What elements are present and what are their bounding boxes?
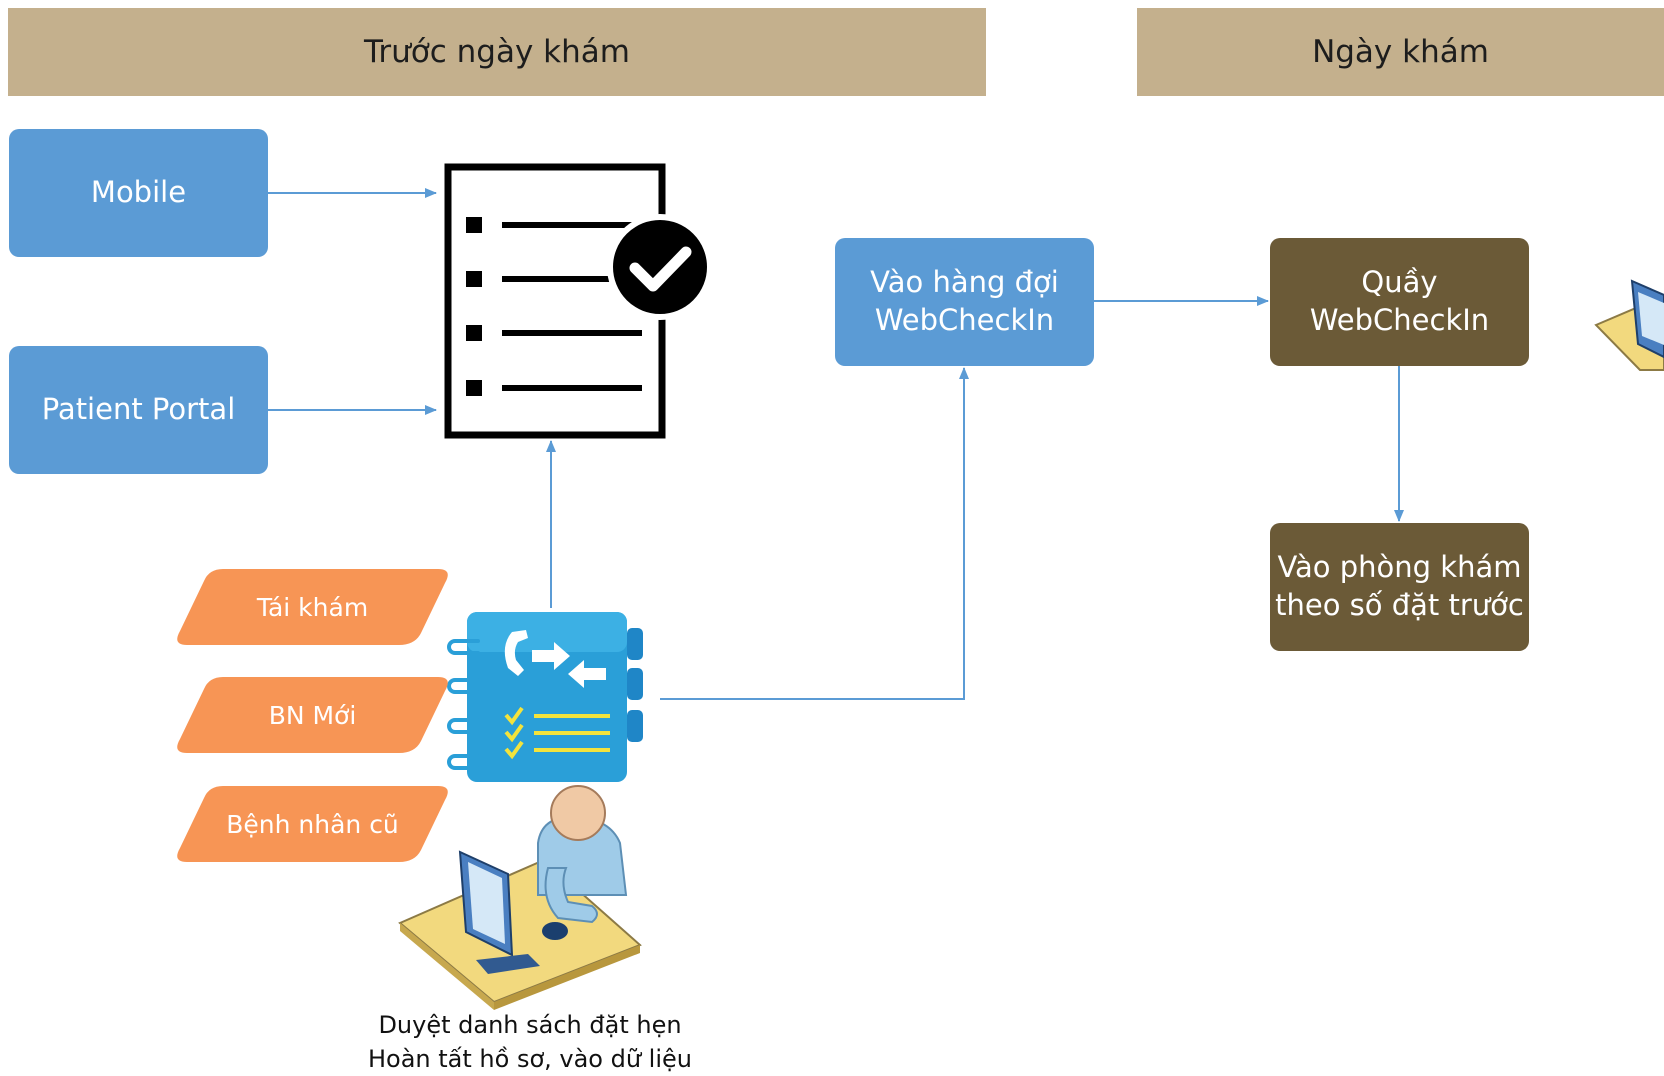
patient-type-existing-label: Bệnh nhân cũ (226, 809, 399, 839)
webcheckin-counter-box: Quầy WebCheckIn (1270, 238, 1529, 366)
exam-room-line2: theo số đặt trước (1275, 588, 1524, 622)
patient-type-new-label: BN Mới (268, 700, 357, 730)
webcheckin-counter-line1: Quầy (1361, 265, 1438, 300)
checklist-icon (444, 163, 713, 439)
webcheckin-queue-box: Vào hàng đợi WebCheckIn (835, 238, 1094, 366)
receptionist-icon (398, 785, 642, 1010)
mobile-box: Mobile (9, 129, 268, 257)
patient-type-new: BN Mới (175, 673, 450, 757)
patient-type-revisit: Tái khám (175, 565, 450, 649)
patient-portal-box-label: Patient Portal (41, 392, 236, 427)
patient-portal-box: Patient Portal (9, 346, 268, 474)
webcheckin-queue-line1: Vào hàng đợi (870, 265, 1059, 300)
patient-type-existing: Bệnh nhân cũ (175, 782, 450, 866)
exam-room-line1: Vào phòng khám (1277, 550, 1522, 585)
receptionist-icon-right (1594, 279, 1664, 371)
webcheckin-queue-line2: WebCheckIn (874, 303, 1055, 337)
receptionist-caption: Duyệt danh sách đặt hẹn Hoàn tất hồ sơ, … (330, 1008, 730, 1076)
exam-room-box: Vào phòng khám theo số đặt trước (1270, 523, 1529, 651)
contact-book-icon (447, 612, 643, 782)
header-exam-day-label: Ngày khám (1312, 34, 1489, 70)
patient-type-revisit-label: Tái khám (256, 592, 369, 622)
header-before-exam-day: Trước ngày khám (8, 8, 986, 96)
webcheckin-counter-line2: WebCheckIn (1309, 303, 1490, 337)
arrow-book-to-queue (660, 367, 969, 700)
caption-line1: Duyệt danh sách đặt hẹn (378, 1011, 682, 1039)
caption-line2: Hoàn tất hồ sơ, vào dữ liệu (367, 1045, 692, 1073)
header-before-exam-day-label: Trước ngày khám (364, 34, 630, 70)
mobile-box-label: Mobile (90, 175, 187, 210)
header-exam-day: Ngày khám (1137, 8, 1664, 96)
